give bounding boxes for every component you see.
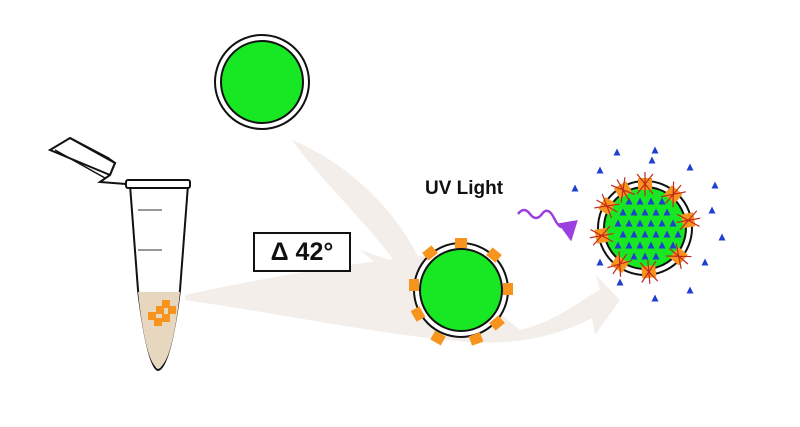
membrane-receptor <box>589 225 614 246</box>
membrane-receptor <box>607 251 633 277</box>
molecule-triangle <box>596 258 604 266</box>
molecule-triangle <box>647 219 655 227</box>
molecule-triangle <box>647 241 655 249</box>
membrane-receptor <box>610 177 636 203</box>
molecule-triangle <box>658 219 666 227</box>
molecule-triangle <box>652 252 660 260</box>
molecule-triangle <box>651 294 659 302</box>
molecule-triangle <box>652 208 660 216</box>
molecule-triangle <box>625 219 633 227</box>
molecule-triangle <box>651 146 659 154</box>
molecule-triangle <box>619 208 627 216</box>
molecule-triangle <box>636 219 644 227</box>
membrane-receptor <box>639 259 659 284</box>
vesicle-icon <box>214 34 310 130</box>
molecule-triangle <box>616 278 624 286</box>
molecule-triangle <box>663 230 671 238</box>
membrane-receptor <box>660 181 686 208</box>
molecule-triangle <box>686 286 694 294</box>
molecule-triangle <box>630 208 638 216</box>
membrane-receptor <box>636 172 654 196</box>
molecule-triangle <box>648 156 656 164</box>
molecule-triangle <box>596 166 604 174</box>
molecule-triangle <box>571 184 579 192</box>
molecule-triangle <box>669 219 677 227</box>
molecule-triangle <box>674 230 682 238</box>
molecule-triangle <box>663 208 671 216</box>
molecule-triangle <box>625 197 633 205</box>
molecule-triangle <box>630 252 638 260</box>
molecule-triangle <box>614 241 622 249</box>
molecule-triangle <box>641 208 649 216</box>
molecule-triangle <box>636 197 644 205</box>
membrane-receptor <box>665 243 692 269</box>
microcentrifuge-tube-icon <box>47 136 191 372</box>
molecule-triangle <box>708 206 716 214</box>
molecule-triangle <box>636 241 644 249</box>
membrane-receptor <box>594 193 620 219</box>
molecule-triangle <box>711 181 719 189</box>
uv-wave-arrow-icon <box>517 208 578 242</box>
molecule-triangle <box>613 148 621 156</box>
vesicle-with-peptides <box>409 238 513 346</box>
molecule-triangle <box>669 241 677 249</box>
molecule-triangle <box>647 197 655 205</box>
molecule-triangle <box>686 163 694 171</box>
molecule-triangle <box>658 197 666 205</box>
molecule-triangle <box>718 233 726 241</box>
molecule-triangle <box>658 241 666 249</box>
molecule-triangle <box>614 219 622 227</box>
uv-light-label: UV Light <box>425 178 504 199</box>
molecule-triangle <box>641 252 649 260</box>
membrane-receptor <box>676 210 701 231</box>
molecule-triangle <box>630 230 638 238</box>
molecule-triangle <box>619 230 627 238</box>
temperature-label: Δ 42° <box>253 232 351 272</box>
molecule-triangle <box>652 230 660 238</box>
molecule-triangle <box>701 258 709 266</box>
flow-arrow-shadow <box>185 255 620 343</box>
permeabilized-vesicle <box>571 146 726 302</box>
molecule-triangle <box>641 230 649 238</box>
molecule-triangle <box>625 241 633 249</box>
